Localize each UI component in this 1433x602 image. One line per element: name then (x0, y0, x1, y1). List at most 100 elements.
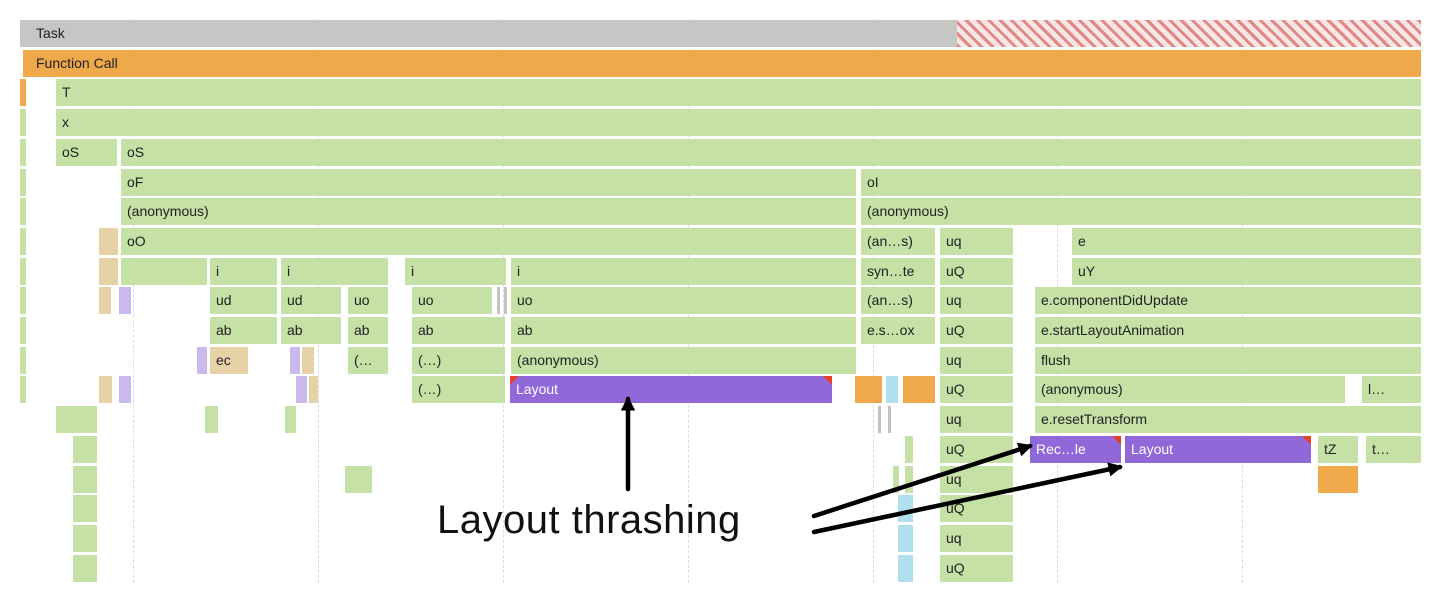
function-call-bar[interactable]: Function Call (23, 49, 1421, 77)
flame-bar[interactable] (121, 257, 207, 285)
flame-bar[interactable]: (an…s) (861, 227, 935, 255)
flame-bar[interactable]: oS (121, 138, 1421, 166)
flame-bar[interactable]: oF (121, 168, 856, 196)
recalculate-style-bar[interactable]: Rec…le (1030, 435, 1121, 463)
flame-bar[interactable] (119, 376, 131, 404)
flame-bar[interactable]: ud (210, 287, 277, 315)
flame-bar[interactable]: e (1072, 227, 1421, 255)
flame-bar[interactable]: uo (511, 287, 856, 315)
flame-bar[interactable]: uo (412, 287, 492, 315)
flame-bar[interactable]: ec (210, 346, 248, 374)
flame-bar[interactable]: ab (511, 317, 856, 344)
flame-bar[interactable] (20, 257, 26, 285)
flame-bar[interactable]: (…) (412, 346, 505, 374)
flame-bar[interactable]: ab (348, 317, 388, 344)
flame-bar[interactable] (893, 465, 899, 493)
flame-bar[interactable] (285, 406, 296, 434)
flame-bar[interactable] (302, 346, 314, 374)
flame-bar[interactable]: x (56, 109, 1421, 137)
flame-bar[interactable]: uQ (940, 376, 1013, 404)
flame-bar[interactable] (73, 495, 97, 523)
flame-bar[interactable] (296, 376, 307, 404)
layout-bar-2[interactable]: Layout (1125, 435, 1311, 463)
flame-bar[interactable] (855, 376, 882, 404)
flame-bar[interactable] (905, 435, 913, 463)
flame-bar[interactable]: uq (940, 465, 1013, 493)
flame-bar[interactable]: (anonymous) (121, 198, 856, 226)
flame-bar[interactable]: tZ (1318, 435, 1358, 463)
flame-bar[interactable]: oS (56, 138, 117, 166)
flame-bar[interactable] (99, 287, 111, 315)
flame-bar[interactable] (20, 138, 26, 166)
flame-bar[interactable] (20, 168, 26, 196)
flame-bar[interactable]: e.resetTransform (1035, 406, 1421, 434)
layout-bar[interactable]: Layout (510, 376, 832, 404)
flame-bar[interactable]: ab (210, 317, 277, 344)
task-bar[interactable]: Task (20, 20, 957, 47)
flame-bar[interactable] (888, 406, 891, 434)
flame-bar[interactable] (197, 346, 207, 374)
flame-bar[interactable]: oI (861, 168, 1421, 196)
flame-bar[interactable]: (anonymous) (511, 346, 856, 374)
flame-bar[interactable] (20, 198, 26, 226)
flame-bar[interactable] (20, 317, 26, 344)
flame-bar[interactable]: uQ (940, 257, 1013, 285)
flame-bar[interactable]: e.componentDidUpdate (1035, 287, 1421, 315)
flame-bar[interactable]: i (210, 257, 277, 285)
flame-bar[interactable]: e.s…ox (861, 317, 935, 344)
flame-bar[interactable]: uq (940, 524, 1013, 552)
flame-bar[interactable]: (…) (412, 376, 505, 404)
flame-bar[interactable]: i (511, 257, 856, 285)
flame-bar[interactable]: uQ (940, 495, 1013, 523)
flame-bar[interactable]: syn…te (861, 257, 935, 285)
flame-bar[interactable]: oO (121, 227, 856, 255)
flame-bar[interactable]: flush (1035, 346, 1421, 374)
flame-bar[interactable]: ab (281, 317, 341, 344)
flame-bar[interactable] (73, 554, 97, 582)
flame-bar[interactable] (497, 287, 500, 315)
flame-bar[interactable]: ab (412, 317, 505, 344)
flame-bar[interactable] (20, 109, 26, 137)
flame-bar[interactable] (56, 406, 97, 434)
flame-bar[interactable] (20, 376, 26, 404)
flame-bar[interactable] (73, 465, 97, 493)
flame-bar[interactable]: uo (348, 287, 388, 315)
flame-bar[interactable] (73, 524, 97, 552)
flame-bar[interactable]: uq (940, 406, 1013, 434)
flame-bar[interactable]: ud (281, 287, 341, 315)
flame-bar[interactable] (99, 227, 118, 255)
flame-bar[interactable]: T (56, 79, 1421, 107)
flame-bar[interactable]: (anonymous) (1035, 376, 1345, 404)
flame-bar[interactable]: uQ (940, 554, 1013, 582)
flame-bar[interactable]: l… (1362, 376, 1421, 404)
flame-bar[interactable]: (anonymous) (861, 198, 1421, 226)
flame-bar[interactable]: i (405, 257, 506, 285)
flame-bar[interactable] (309, 376, 318, 404)
flame-bar[interactable]: uQ (940, 317, 1013, 344)
flame-bar[interactable] (903, 376, 935, 404)
flame-bar[interactable] (345, 465, 372, 493)
flame-bar[interactable] (119, 287, 131, 315)
flame-bar[interactable] (905, 465, 913, 493)
long-task-indicator[interactable] (957, 20, 1421, 47)
flame-bar[interactable] (20, 346, 26, 374)
flame-bar[interactable] (99, 376, 112, 404)
flame-bar[interactable] (20, 287, 26, 315)
flame-bar[interactable]: uq (940, 287, 1013, 315)
flame-bar[interactable]: (an…s) (861, 287, 935, 315)
flame-bar[interactable] (20, 227, 26, 255)
flame-bar[interactable] (898, 495, 913, 523)
flame-bar[interactable]: uq (940, 227, 1013, 255)
flame-bar[interactable] (878, 406, 881, 434)
flame-bar[interactable] (1318, 465, 1358, 493)
flame-bar[interactable] (898, 524, 913, 552)
flame-bar[interactable] (504, 287, 507, 315)
flame-bar[interactable] (290, 346, 300, 374)
flame-bar[interactable]: uQ (940, 435, 1013, 463)
flame-bar[interactable]: (… (348, 346, 388, 374)
flame-bar[interactable]: uq (940, 346, 1013, 374)
flame-bar[interactable] (73, 435, 97, 463)
flame-bar[interactable] (99, 257, 118, 285)
flame-bar[interactable]: e.startLayoutAnimation (1035, 317, 1421, 344)
flame-bar[interactable]: uY (1072, 257, 1421, 285)
